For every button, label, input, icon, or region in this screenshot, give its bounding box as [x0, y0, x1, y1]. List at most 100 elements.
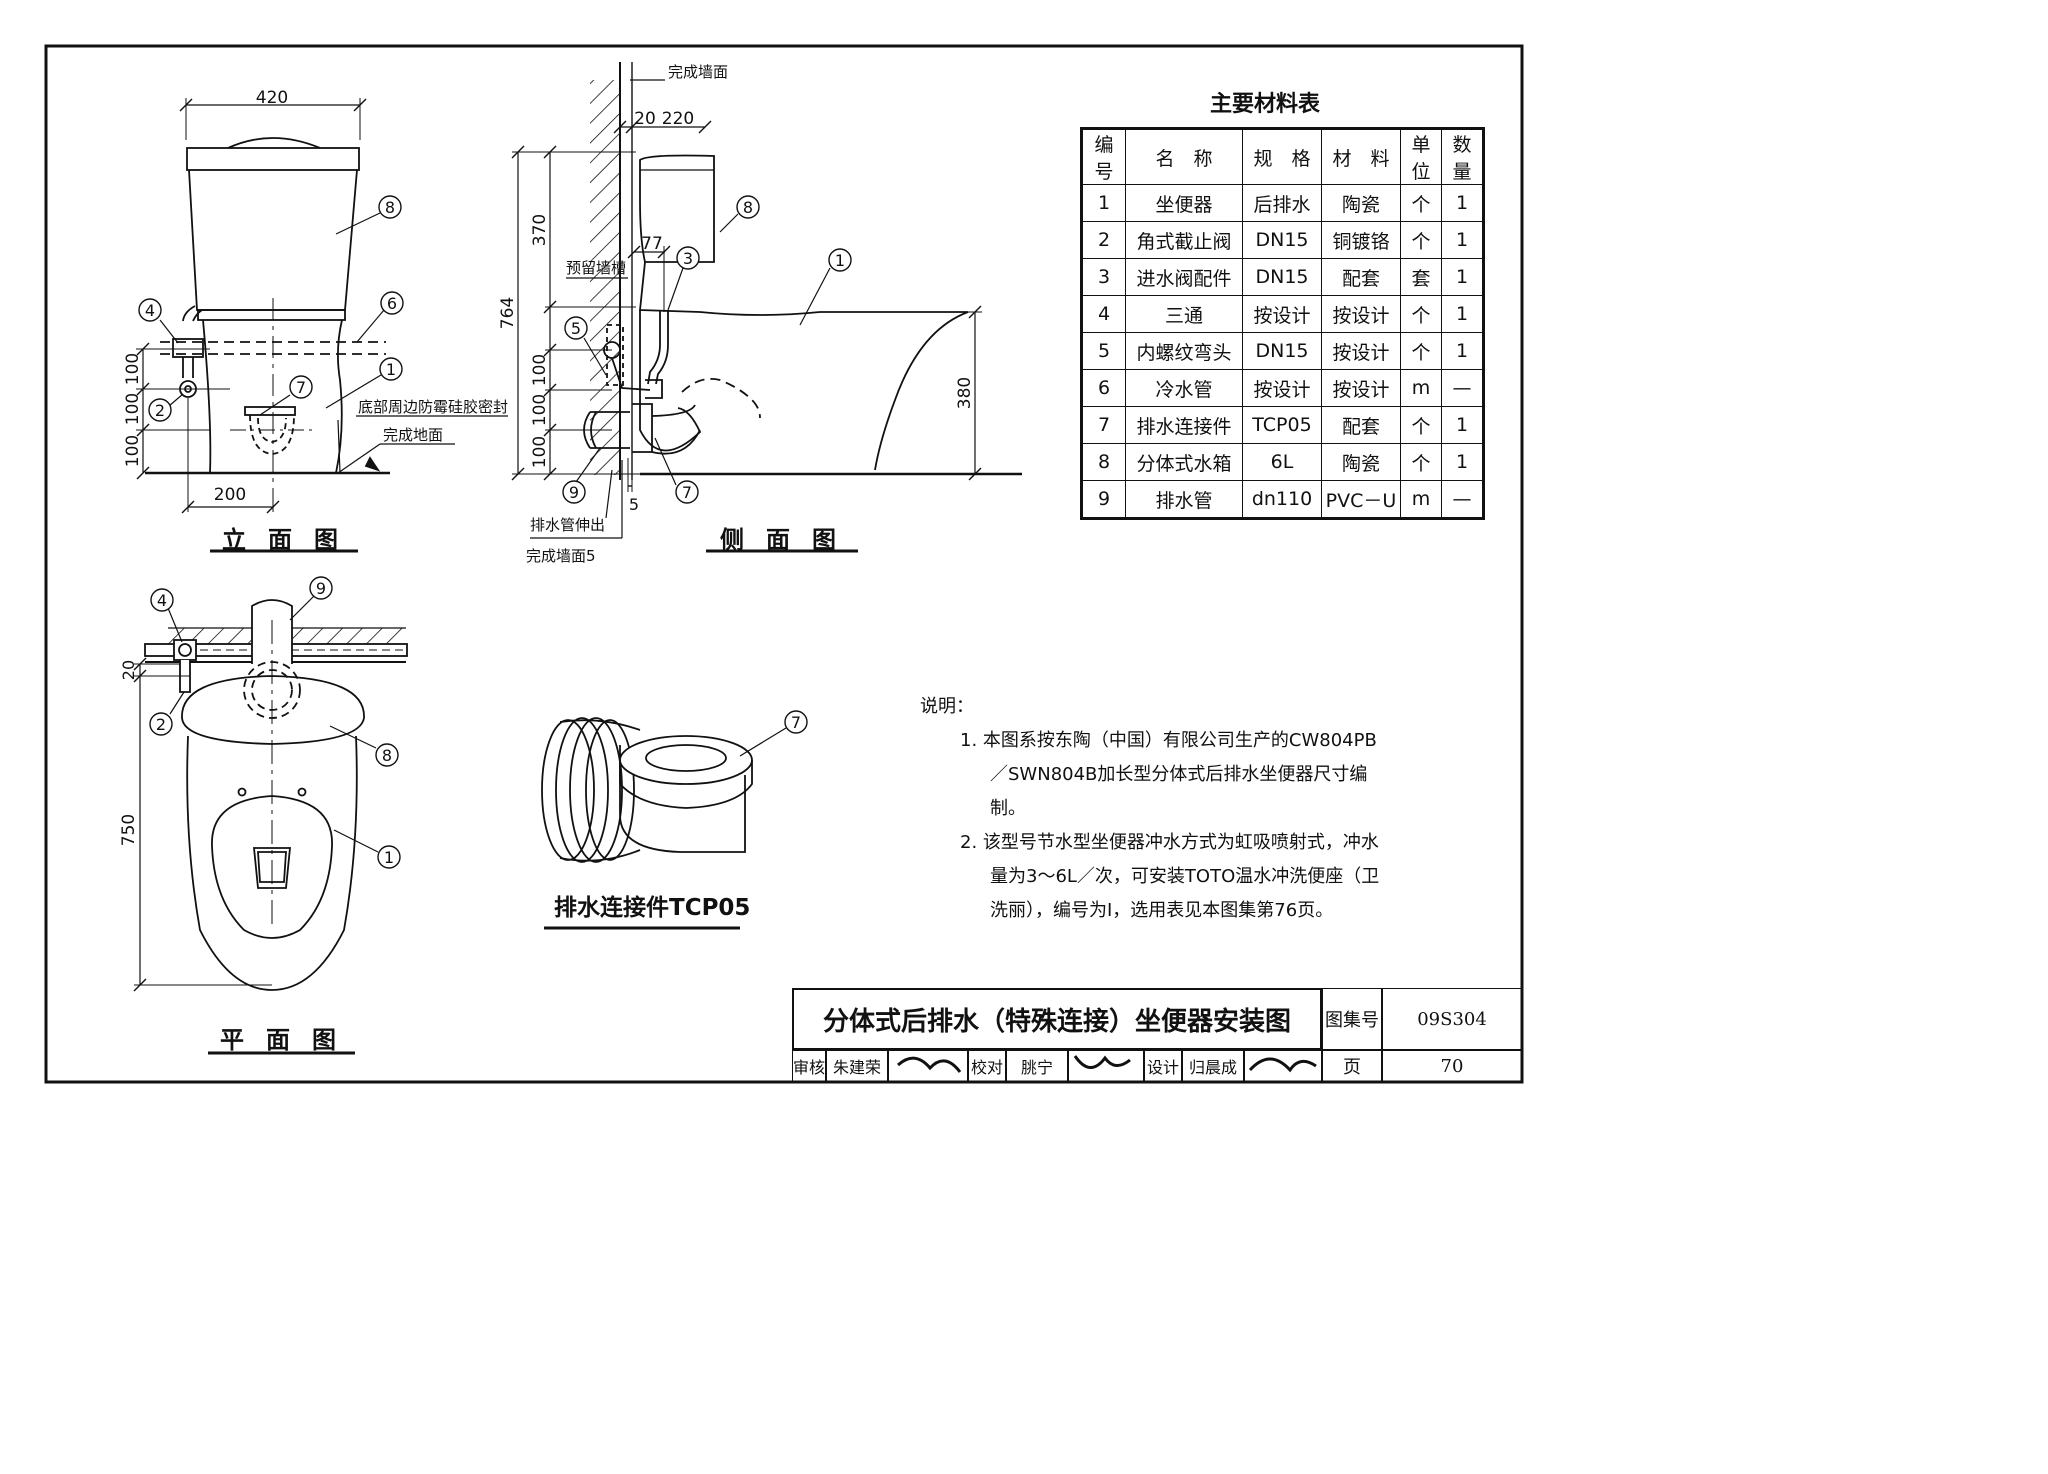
- table-cell: 4: [1081, 295, 1126, 333]
- table-cell: 1: [1441, 295, 1484, 333]
- dim-420: 420: [256, 88, 288, 108]
- notes-heading: 说明：: [920, 696, 974, 717]
- callout-1: 1: [384, 848, 394, 867]
- dim-100-middle: 100: [530, 394, 550, 426]
- callout-circle: [676, 246, 700, 270]
- table-cell: 9: [1081, 480, 1126, 519]
- elevation-callouts: 8 4 6 1 7 2 420 200 100 100 100 底部周边防霉硅胶…: [123, 88, 508, 505]
- callout-circle: [380, 291, 404, 315]
- check-signature-cell: [1068, 1050, 1144, 1082]
- design-name: 归晨成: [1182, 1050, 1244, 1082]
- table-cell: 1: [1441, 258, 1484, 296]
- header-cell: 材 料: [1321, 128, 1401, 185]
- plan-view-title: 平面图: [220, 1026, 358, 1054]
- table-cell: dn110: [1242, 480, 1322, 519]
- side-view-title: 侧面图: [720, 526, 858, 554]
- table-cell: 1: [1081, 184, 1126, 222]
- dim-764: 764: [498, 297, 518, 329]
- elevation-view: [136, 98, 508, 553]
- header-cell: 编号: [1081, 128, 1126, 185]
- review-name: 朱建荣: [826, 1050, 888, 1082]
- callout-1: 1: [386, 360, 396, 379]
- callout-circle: [138, 298, 162, 322]
- table-cell: 按设计: [1321, 295, 1401, 333]
- table-cell: 按设计: [1242, 369, 1322, 407]
- table-cell: 配套: [1321, 406, 1401, 444]
- connector-view: [541, 717, 787, 930]
- dim-5: 5: [629, 495, 639, 514]
- dim-100-lower: 100: [123, 435, 143, 467]
- drawing-sheet: 8 4 6 1 7 2 420 200 100 100 100 底部周边防霉硅胶…: [44, 44, 1524, 1084]
- table-cell: 配套: [1321, 258, 1401, 296]
- review-label: 审核: [792, 1050, 826, 1082]
- callout-circle: [562, 480, 586, 504]
- page-label: 页: [1322, 1050, 1382, 1082]
- table-cell: 个: [1400, 406, 1442, 444]
- table-cell: 按设计: [1321, 369, 1401, 407]
- callout-6: 6: [387, 294, 397, 313]
- table-cell: DN15: [1242, 258, 1322, 296]
- design-signature-cell: [1244, 1050, 1322, 1082]
- table-cell: 内螺纹弯头: [1125, 332, 1243, 370]
- note-item-1: 1. 本图系按东陶（中国）有限公司生产的CW804PB／SWN804B加长型分体…: [960, 730, 1377, 819]
- table-cell: m: [1400, 369, 1442, 407]
- table-cell: TCP05: [1242, 406, 1322, 444]
- table-cell: 6L: [1242, 443, 1322, 481]
- callout-circle: [148, 398, 172, 422]
- callout-circle: [378, 195, 402, 219]
- callout-8: 8: [382, 746, 392, 765]
- review-signature-cell: [888, 1050, 968, 1082]
- dim-380: 380: [955, 377, 975, 409]
- table-cell: DN15: [1242, 332, 1322, 370]
- callout-circle: [379, 357, 403, 381]
- table-cell: 分体式水箱: [1125, 443, 1243, 481]
- table-cell: 进水阀配件: [1125, 258, 1243, 296]
- callout-2: 2: [155, 401, 165, 420]
- table-cell: 5: [1081, 332, 1126, 370]
- table-cell: —: [1441, 480, 1484, 519]
- callout-2: 2: [156, 715, 166, 734]
- dim-20: 20: [119, 660, 138, 680]
- callout-circle: [289, 375, 313, 399]
- callout-circle: [149, 712, 173, 736]
- table-cell: 个: [1400, 332, 1442, 370]
- callout-5: 5: [571, 319, 581, 338]
- atlas-number: 09S304: [1382, 988, 1522, 1050]
- callout-9: 9: [569, 483, 579, 502]
- table-cell: 三通: [1125, 295, 1243, 333]
- table-header-row: 编号 名 称 规 格 材 料 单位 数量: [1081, 128, 1484, 185]
- header-cell: 数量: [1441, 128, 1484, 185]
- callout-circle: [375, 743, 399, 767]
- callout-4: 4: [157, 591, 167, 610]
- table-cell: 3: [1081, 258, 1126, 296]
- table-cell: 个: [1400, 184, 1442, 222]
- label-finished-wall-5: 完成墙面5: [526, 547, 596, 565]
- callout-circle: [309, 576, 333, 600]
- dim-100-upper: 100: [530, 354, 550, 386]
- note-item-2: 2. 该型号节水型坐便器冲水方式为虹吸喷射式，冲水量为3～6L／次，可安装TOT…: [960, 832, 1380, 921]
- dim-100-middle: 100: [123, 393, 143, 425]
- table-cell: 1: [1441, 184, 1484, 222]
- title-block: 分体式后排水（特殊连接）坐便器安装图 图集号 09S304 审核 朱建荣 校对 …: [792, 988, 1522, 1082]
- table-cell: 排水管: [1125, 480, 1243, 519]
- check-name: 朓宁: [1006, 1050, 1068, 1082]
- signature-marks: [897, 1055, 1317, 1073]
- callout-1: 1: [835, 251, 845, 270]
- plan-view: [133, 595, 408, 1055]
- dim-100-lower: 100: [530, 436, 550, 468]
- table-cell: —: [1441, 369, 1484, 407]
- table-cell: 1: [1441, 332, 1484, 370]
- sheet-border: [44, 44, 1524, 1084]
- table-cell: 陶瓷: [1321, 443, 1401, 481]
- table-cell: 套: [1400, 258, 1442, 296]
- table-cell: 冷水管: [1125, 369, 1243, 407]
- callout-circle: [377, 845, 401, 869]
- dim-200: 200: [214, 485, 246, 505]
- check-label: 校对: [968, 1050, 1006, 1082]
